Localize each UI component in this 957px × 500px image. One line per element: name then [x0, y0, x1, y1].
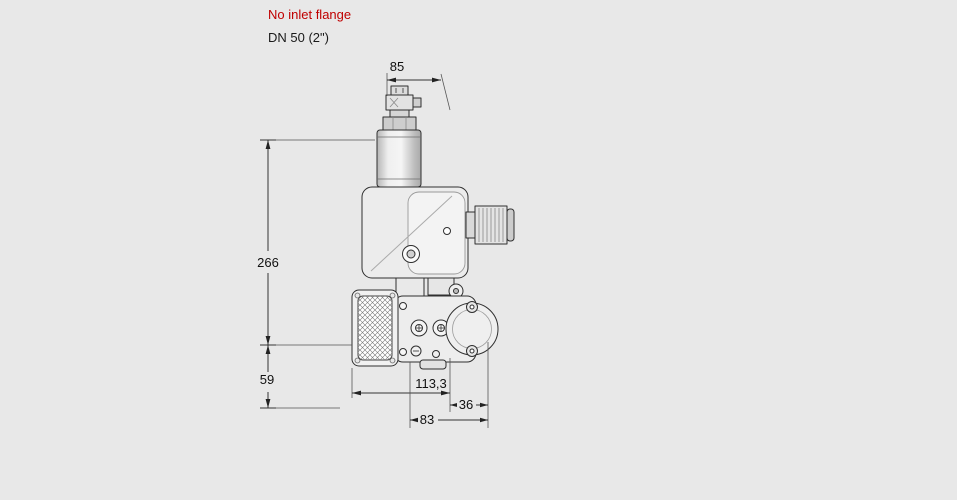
- dimension-top-width: 85: [386, 59, 451, 111]
- dim-label-bottom-width: 83: [420, 412, 434, 427]
- dim-label-top-width: 85: [390, 59, 404, 74]
- dim-label-upper-height: 266: [257, 255, 279, 270]
- dimension-bottom-width: 83: [409, 362, 488, 428]
- solenoid-coil: [376, 129, 422, 188]
- hydraulic-brake-knob: [465, 205, 515, 245]
- dim-label-lower-height: 59: [260, 372, 274, 387]
- dim-label-depth: 113,3: [415, 376, 447, 391]
- dimension-lower-height: 59: [260, 345, 340, 409]
- outlet-flange: [445, 301, 499, 357]
- actuator-housing: [361, 186, 469, 279]
- config-note-inlet-flange: No inlet flange: [268, 7, 352, 22]
- dimension-outlet-offset: 36: [450, 342, 489, 428]
- dimension-upper-height: 266: [257, 139, 375, 346]
- config-note-dn-size: DN 50 (2"): [268, 30, 329, 45]
- solenoid-connector: [382, 85, 422, 131]
- position-indicator-block: [427, 277, 464, 299]
- dimension-depth: 113,3: [351, 358, 451, 412]
- inlet-flange-screen: [351, 289, 399, 367]
- dim-label-outlet-offset: 36: [459, 397, 473, 412]
